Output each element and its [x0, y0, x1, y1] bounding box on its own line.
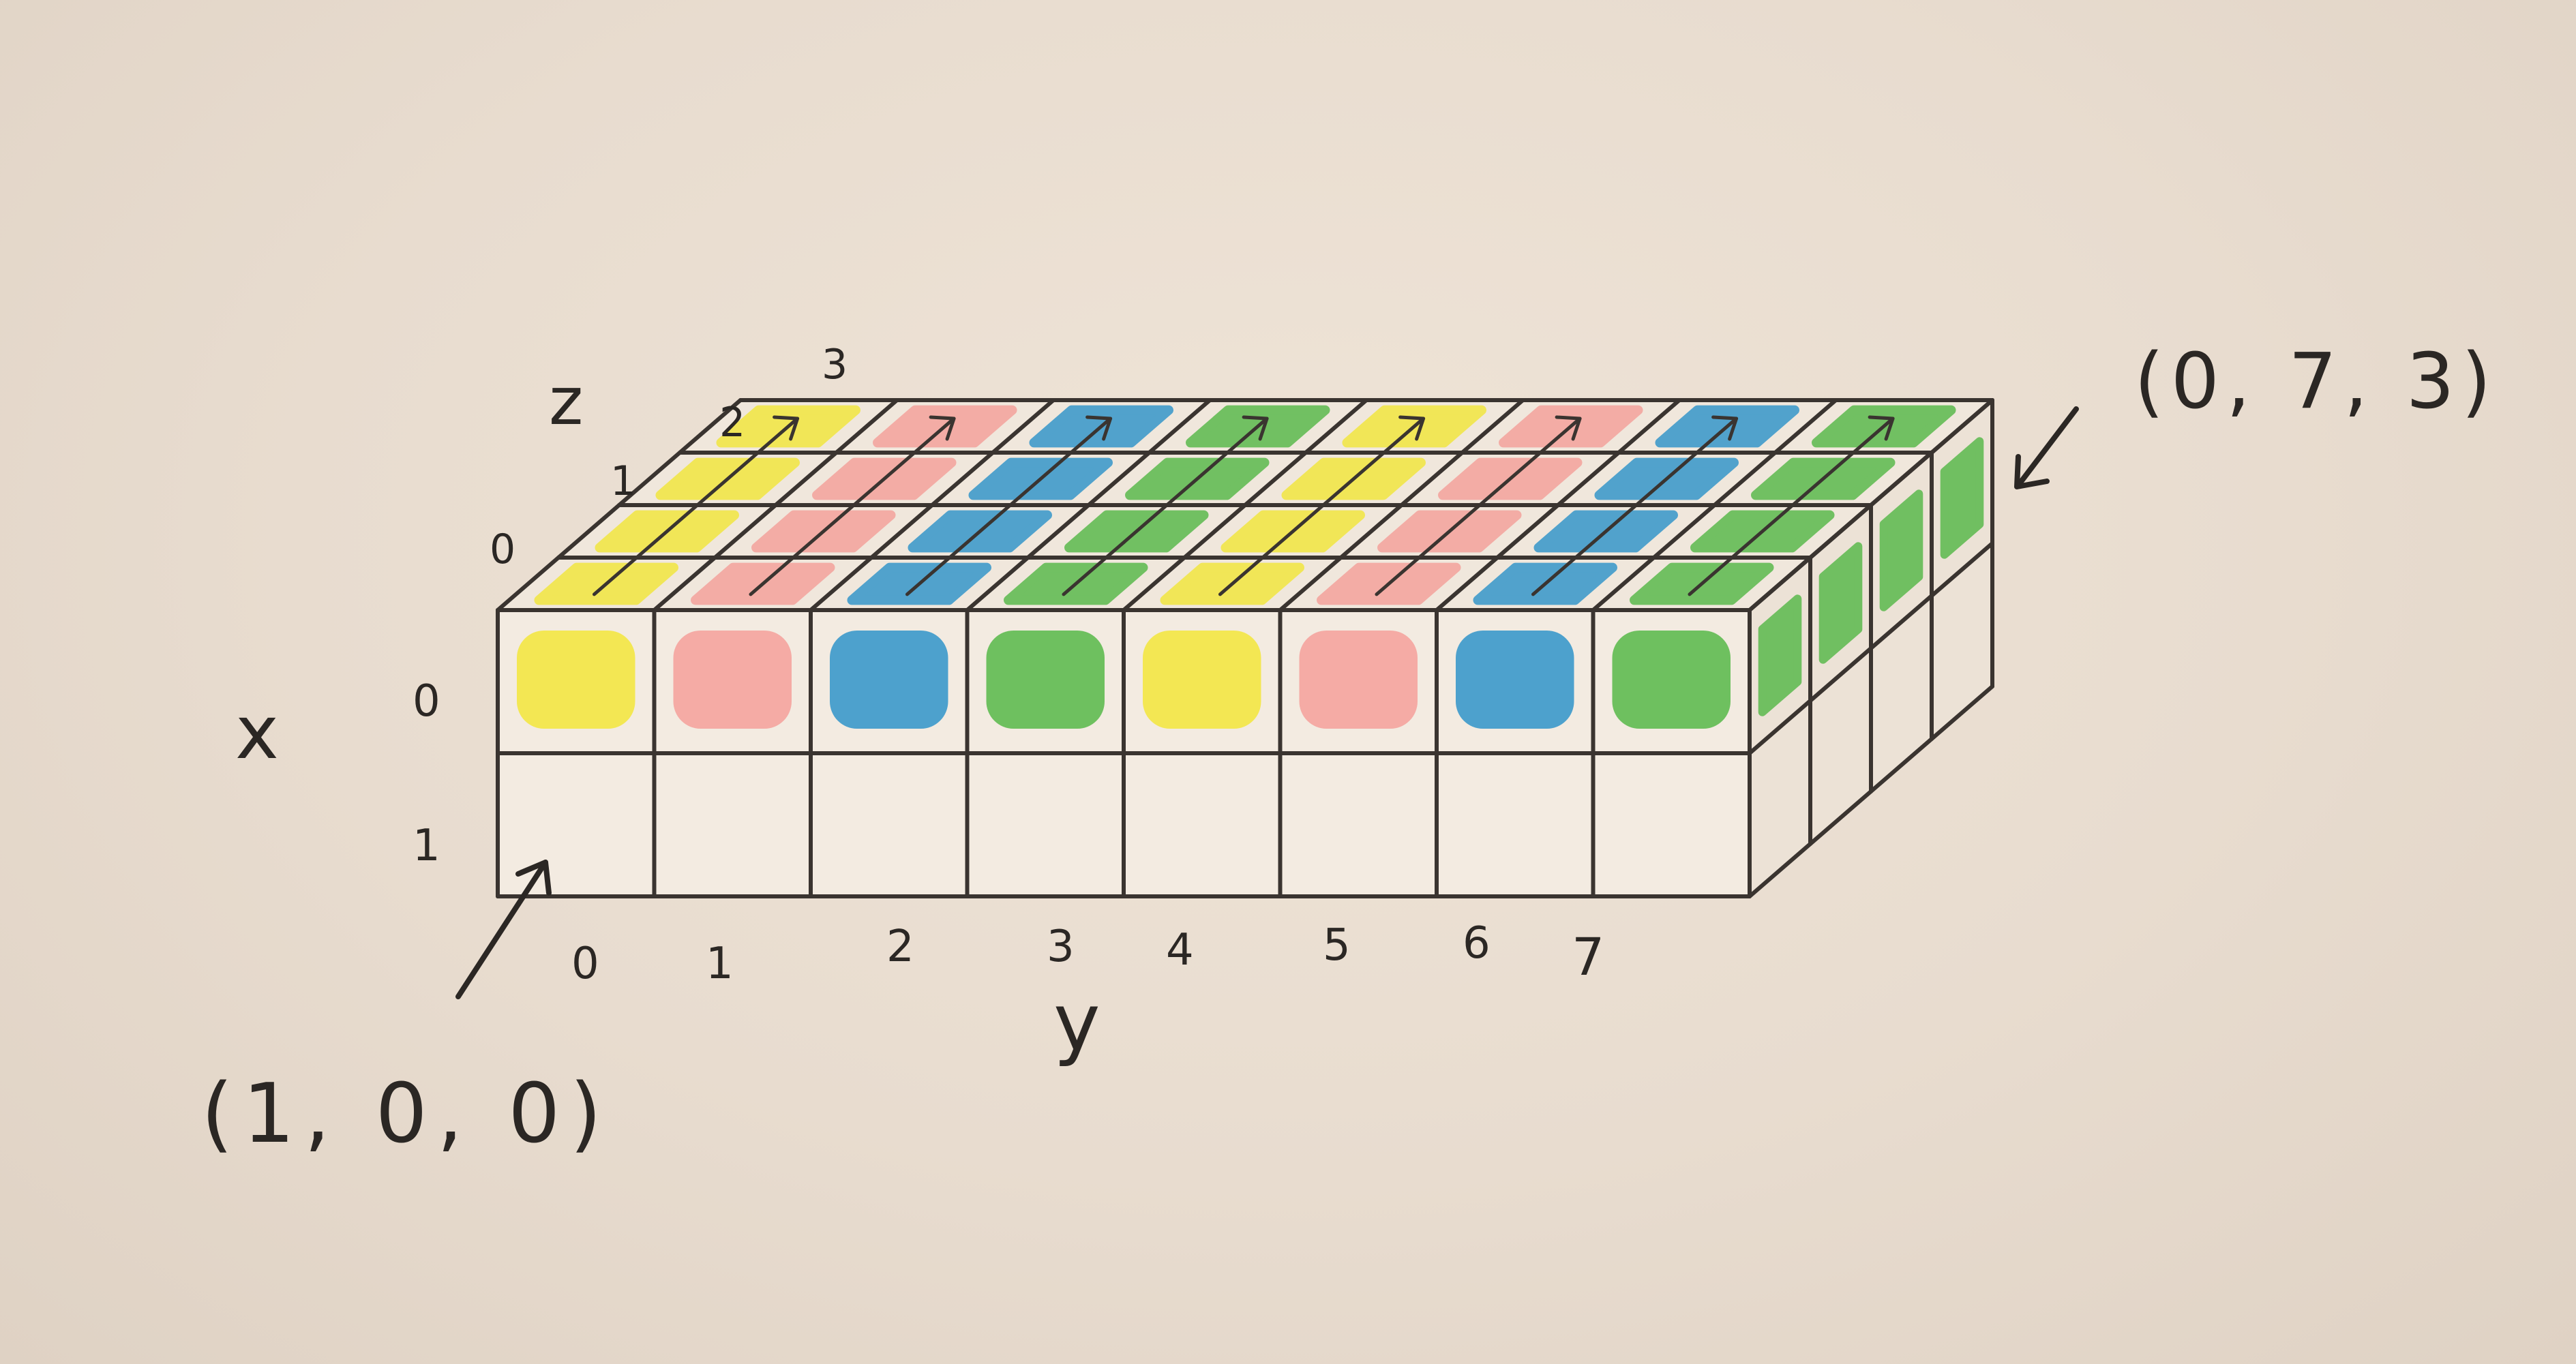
far-corner-callout-arrowhead [2014, 454, 2050, 489]
z-tick-0: 0 [490, 526, 515, 573]
z-arrow-4 [1218, 416, 1426, 596]
side-depth-line-1 [1748, 541, 1994, 755]
x-tick-0: 0 [413, 676, 440, 727]
side-depth-line-2 [1748, 684, 1994, 898]
z-axis-label: z [549, 363, 583, 440]
x-tick-1: 1 [413, 821, 440, 871]
side-cell-z3 [1940, 437, 1984, 559]
z-direction-arrows-layer [592, 415, 1895, 596]
side-depth-line-0 [1748, 398, 1994, 612]
front-cell-y3 [986, 631, 1105, 729]
y-tick-0: 0 [571, 939, 599, 989]
z-arrowhead-4 [1398, 415, 1426, 441]
side-cell-z2 [1879, 489, 1923, 611]
z-arrowhead-2 [1085, 415, 1113, 441]
z-arrow-3 [1062, 416, 1269, 596]
z-arrow-6 [1531, 416, 1739, 596]
front-cell-y4 [1143, 631, 1261, 729]
side-cell-z0 [1758, 594, 1802, 716]
front-cell-y5 [1299, 631, 1418, 729]
z-tick-3: 3 [822, 341, 848, 389]
z-arrowhead-5 [1555, 415, 1582, 441]
z-arrowhead-0 [773, 415, 800, 441]
far-corner-callout-arrow [2016, 406, 2079, 488]
front-cell-y6 [1456, 631, 1574, 729]
front-cell-y0 [517, 631, 635, 729]
z-arrow-7 [1688, 416, 1895, 596]
origin-front-callout-arrow [455, 860, 548, 999]
y-tick-3: 3 [1047, 922, 1075, 972]
y-tick-2: 2 [886, 922, 914, 972]
origin-front-callout: (1, 0, 0) [201, 1067, 611, 1162]
front-cell-y7 [1612, 631, 1731, 729]
y-tick-1: 1 [706, 939, 734, 989]
y-tick-5: 5 [1323, 920, 1351, 971]
z-arrow-2 [905, 416, 1113, 596]
side-cell-z1 [1818, 542, 1863, 664]
z-tick-2: 2 [719, 399, 745, 446]
z-arrow-5 [1375, 416, 1582, 596]
z-tick-1: 1 [610, 457, 636, 505]
y-tick-4: 4 [1166, 925, 1194, 975]
y-tick-7: 7 [1572, 926, 1604, 987]
grid-lines-layer [496, 398, 1994, 898]
z-arrowhead-1 [929, 415, 956, 441]
colored-cells-layer [498, 400, 1992, 896]
front-cell-y1 [673, 631, 792, 729]
far-corner-callout: (0, 7, 3) [2134, 337, 2498, 426]
y-axis-label: y [1053, 977, 1100, 1069]
y-tick-6: 6 [1463, 918, 1491, 969]
z-arrowhead-6 [1711, 415, 1739, 441]
z-arrowhead-3 [1242, 415, 1269, 441]
z-arrow-1 [749, 416, 956, 596]
z-arrow-0 [592, 416, 800, 596]
origin-front-callout-arrowhead [515, 860, 552, 896]
z-arrowhead-7 [1868, 415, 1895, 441]
x-axis-label: x [235, 691, 279, 776]
front-cell-y2 [830, 631, 948, 729]
